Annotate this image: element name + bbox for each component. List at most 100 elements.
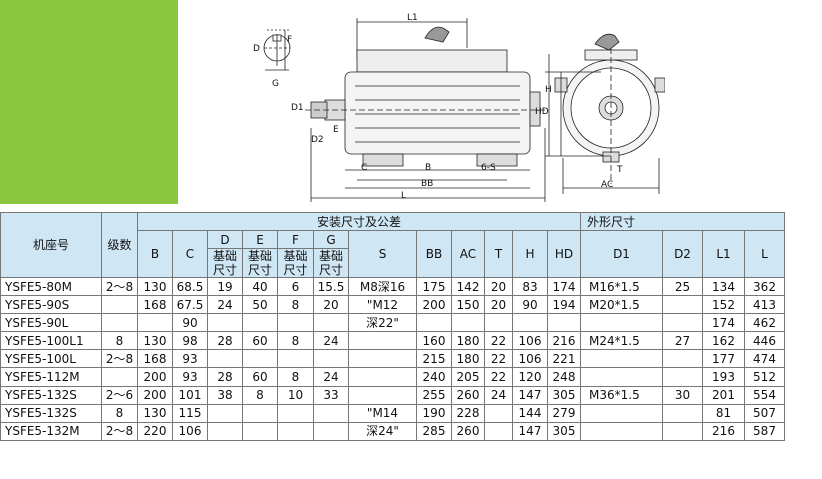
cell-bb: 255 bbox=[416, 385, 452, 405]
label-6s: 6-S bbox=[481, 163, 496, 173]
header-f-base: 基础尺寸 bbox=[277, 248, 314, 278]
label-l1: L1 bbox=[407, 13, 418, 23]
cell-bb bbox=[416, 313, 452, 333]
cell-ac: 205 bbox=[451, 367, 485, 387]
cell-t: 20 bbox=[484, 276, 513, 297]
cell-s bbox=[348, 385, 417, 405]
label-b: B bbox=[425, 163, 431, 173]
header-hd: HD bbox=[547, 230, 581, 278]
label-c: C bbox=[361, 163, 367, 173]
cell-bb: 215 bbox=[416, 349, 452, 369]
cell-s: M8深16 bbox=[348, 276, 417, 297]
cell-f bbox=[277, 349, 314, 369]
cell-f bbox=[277, 313, 314, 333]
cell-d: 28 bbox=[207, 367, 243, 387]
cell-f: 8 bbox=[277, 367, 314, 387]
cell-e bbox=[242, 403, 278, 423]
cell-hd: 194 bbox=[547, 295, 581, 315]
cell-l1: 177 bbox=[702, 349, 745, 369]
cell-g: 15.5 bbox=[313, 276, 349, 297]
cell-model: YSFE5-132S bbox=[0, 385, 102, 405]
cell-g bbox=[313, 421, 349, 441]
cell-t bbox=[484, 403, 513, 423]
header-h: H bbox=[512, 230, 548, 278]
cell-h: 147 bbox=[512, 421, 548, 441]
cell-ac: 180 bbox=[451, 331, 485, 351]
cell-poles bbox=[101, 295, 138, 315]
cell-hd: 279 bbox=[547, 403, 581, 423]
cell-t: 22 bbox=[484, 331, 513, 351]
cell-f: 6 bbox=[277, 276, 314, 297]
header-d2: D2 bbox=[662, 230, 703, 278]
cell-l: 362 bbox=[744, 276, 785, 297]
cell-b: 130 bbox=[137, 276, 173, 297]
cell-b: 200 bbox=[137, 385, 173, 405]
cell-poles: 2～8 bbox=[101, 421, 138, 441]
cell-f: 8 bbox=[277, 295, 314, 315]
cell-d: 28 bbox=[207, 331, 243, 351]
cell-h: 90 bbox=[512, 295, 548, 315]
cell-l1: 193 bbox=[702, 367, 745, 387]
header-poles: 级数 bbox=[101, 212, 138, 278]
cell-e bbox=[242, 313, 278, 333]
cell-d2 bbox=[662, 313, 703, 333]
cell-ac: 180 bbox=[451, 349, 485, 369]
cell-g: 24 bbox=[313, 331, 349, 351]
cell-f: 10 bbox=[277, 385, 314, 405]
header-outline-group: 外形尺寸 bbox=[580, 212, 785, 231]
header-bb: BB bbox=[416, 230, 452, 278]
cell-d: 24 bbox=[207, 295, 243, 315]
cell-poles: 2～8 bbox=[101, 276, 138, 297]
cell-d1 bbox=[580, 421, 663, 441]
cell-s: "M12 bbox=[348, 295, 417, 315]
cell-d2 bbox=[662, 349, 703, 369]
cell-h: 106 bbox=[512, 331, 548, 351]
cell-model: YSFE5-132S bbox=[0, 403, 102, 423]
cell-g bbox=[313, 403, 349, 423]
cell-d1 bbox=[580, 403, 663, 423]
cell-s: 深24" bbox=[348, 421, 417, 441]
label-h: H bbox=[545, 85, 552, 95]
cell-h: 147 bbox=[512, 385, 548, 405]
cell-e: 60 bbox=[242, 367, 278, 387]
cell-l: 507 bbox=[744, 403, 785, 423]
cell-b: 168 bbox=[137, 295, 173, 315]
cell-l: 413 bbox=[744, 295, 785, 315]
cell-f: 8 bbox=[277, 331, 314, 351]
cell-poles: 8 bbox=[101, 403, 138, 423]
cell-h bbox=[512, 313, 548, 333]
label-t: T bbox=[616, 165, 623, 175]
shaft-end-detail bbox=[263, 29, 291, 71]
cell-ac: 228 bbox=[451, 403, 485, 423]
cell-l: 446 bbox=[744, 331, 785, 351]
cell-d bbox=[207, 403, 243, 423]
cell-d1: M16*1.5 bbox=[580, 276, 663, 297]
cell-l: 587 bbox=[744, 421, 785, 441]
cell-b: 200 bbox=[137, 367, 173, 387]
label-e: E bbox=[333, 125, 339, 135]
header-t: T bbox=[484, 230, 513, 278]
header-e: E bbox=[242, 230, 278, 249]
cell-bb: 190 bbox=[416, 403, 452, 423]
label-ac: AC bbox=[601, 180, 613, 190]
cell-model: YSFE5-90L bbox=[0, 313, 102, 333]
green-color-block bbox=[0, 0, 178, 204]
cell-b bbox=[137, 313, 173, 333]
cell-ac: 260 bbox=[451, 385, 485, 405]
cell-d1: M20*1.5 bbox=[580, 295, 663, 315]
cell-poles: 2～8 bbox=[101, 349, 138, 369]
cell-g: 20 bbox=[313, 295, 349, 315]
cell-hd: 305 bbox=[547, 385, 581, 405]
cell-ac bbox=[451, 313, 485, 333]
header-b: B bbox=[137, 230, 173, 278]
cell-t: 22 bbox=[484, 349, 513, 369]
cell-s bbox=[348, 367, 417, 387]
cell-hd: 174 bbox=[547, 276, 581, 297]
cell-bb: 200 bbox=[416, 295, 452, 315]
cell-l: 462 bbox=[744, 313, 785, 333]
